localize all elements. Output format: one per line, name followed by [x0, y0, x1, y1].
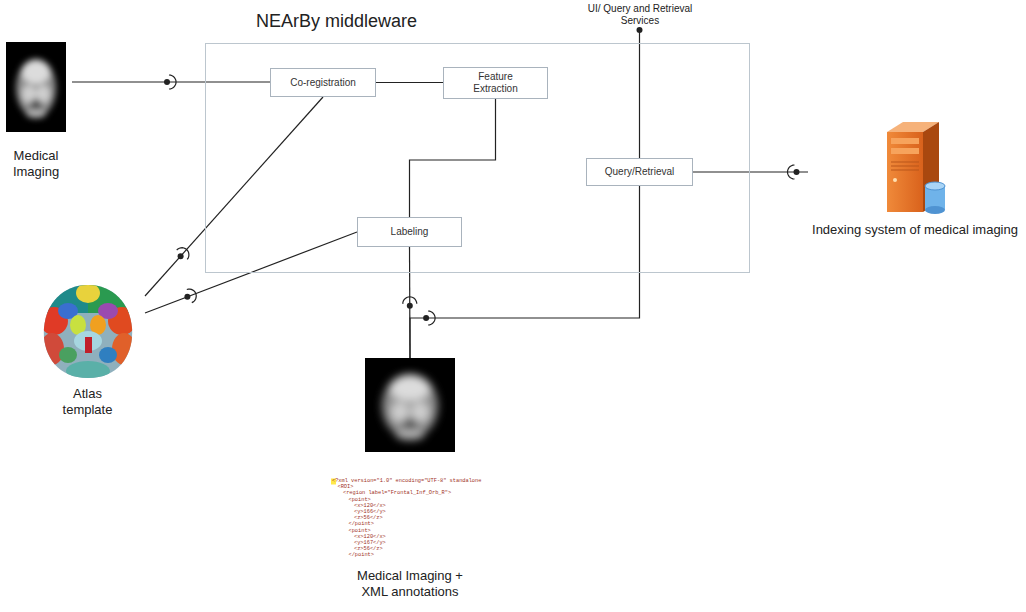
box-label: Co-registration	[290, 77, 356, 89]
connector	[376, 82, 443, 83]
connector	[410, 99, 496, 217]
frame-title: NEArBy middleware	[256, 11, 417, 32]
connector	[145, 97, 323, 296]
service-label: UI/ Query and Retrieval Services	[581, 3, 699, 26]
xml-line: <region label="Frontal_Inf_Orb_R">	[343, 490, 451, 496]
process-box: Co-registration	[270, 68, 376, 97]
interface-ball	[178, 253, 184, 259]
process-box: Feature Extraction	[443, 67, 548, 99]
interface-ball	[184, 294, 190, 300]
connector	[410, 186, 640, 358]
xml-line: <y>166</y>	[354, 509, 386, 515]
interface-socket	[187, 289, 196, 303]
node-caption: Medical Imaging + XML annotations	[350, 568, 470, 601]
xml-line: <?xml version="1.0" encoding="UTF-8" sta…	[332, 478, 481, 484]
node-caption: Medical Imaging	[0, 148, 72, 181]
process-box: Query/Retrieval	[586, 158, 693, 186]
box-label: Labeling	[391, 226, 429, 238]
xml-line: <y>167</y>	[354, 540, 386, 546]
interface-socket	[169, 75, 176, 89]
connector	[693, 171, 808, 172]
node-caption: Indexing system of medical imaging	[808, 222, 1022, 238]
xml-line: <point>	[349, 497, 371, 503]
box-label: Query/Retrieval	[605, 166, 674, 178]
interface-ball	[794, 169, 800, 175]
box-label: Feature Extraction	[464, 71, 528, 95]
brain-scan	[6, 42, 66, 132]
brain-scan	[365, 358, 455, 452]
process-box: Labeling	[357, 217, 462, 247]
interface-socket	[428, 311, 435, 325]
middleware-frame: NEArBy middlewareCo-registrationFeature …	[205, 43, 750, 273]
interface-socket	[403, 297, 417, 304]
interface-ball	[407, 303, 413, 309]
xml-line: <point>	[349, 528, 371, 534]
interface-socket	[177, 248, 189, 260]
service-line	[639, 31, 640, 158]
server-icon	[875, 118, 955, 218]
interface-ball	[423, 315, 429, 321]
xml-line: <ROI>	[338, 484, 354, 490]
interface-socket	[788, 165, 795, 179]
xml-line: <z>56</z>	[354, 515, 383, 521]
image-node: Atlas template	[30, 283, 145, 419]
image-node: Medical Imaging	[0, 42, 72, 181]
xml-line: <x>120</x>	[354, 534, 386, 540]
atlas-brain	[38, 283, 138, 380]
xml-line: <x>120</x>	[354, 503, 386, 509]
xml-line: <z>56</z>	[354, 546, 383, 552]
node-caption: Atlas template	[56, 386, 120, 419]
connector	[72, 81, 270, 82]
interface-ball	[164, 79, 170, 85]
xml-line: </point>	[349, 552, 374, 558]
server-node: Indexing system of medical imaging	[808, 118, 1022, 238]
xml-line: </point>	[349, 521, 374, 527]
service-dot	[637, 27, 643, 33]
